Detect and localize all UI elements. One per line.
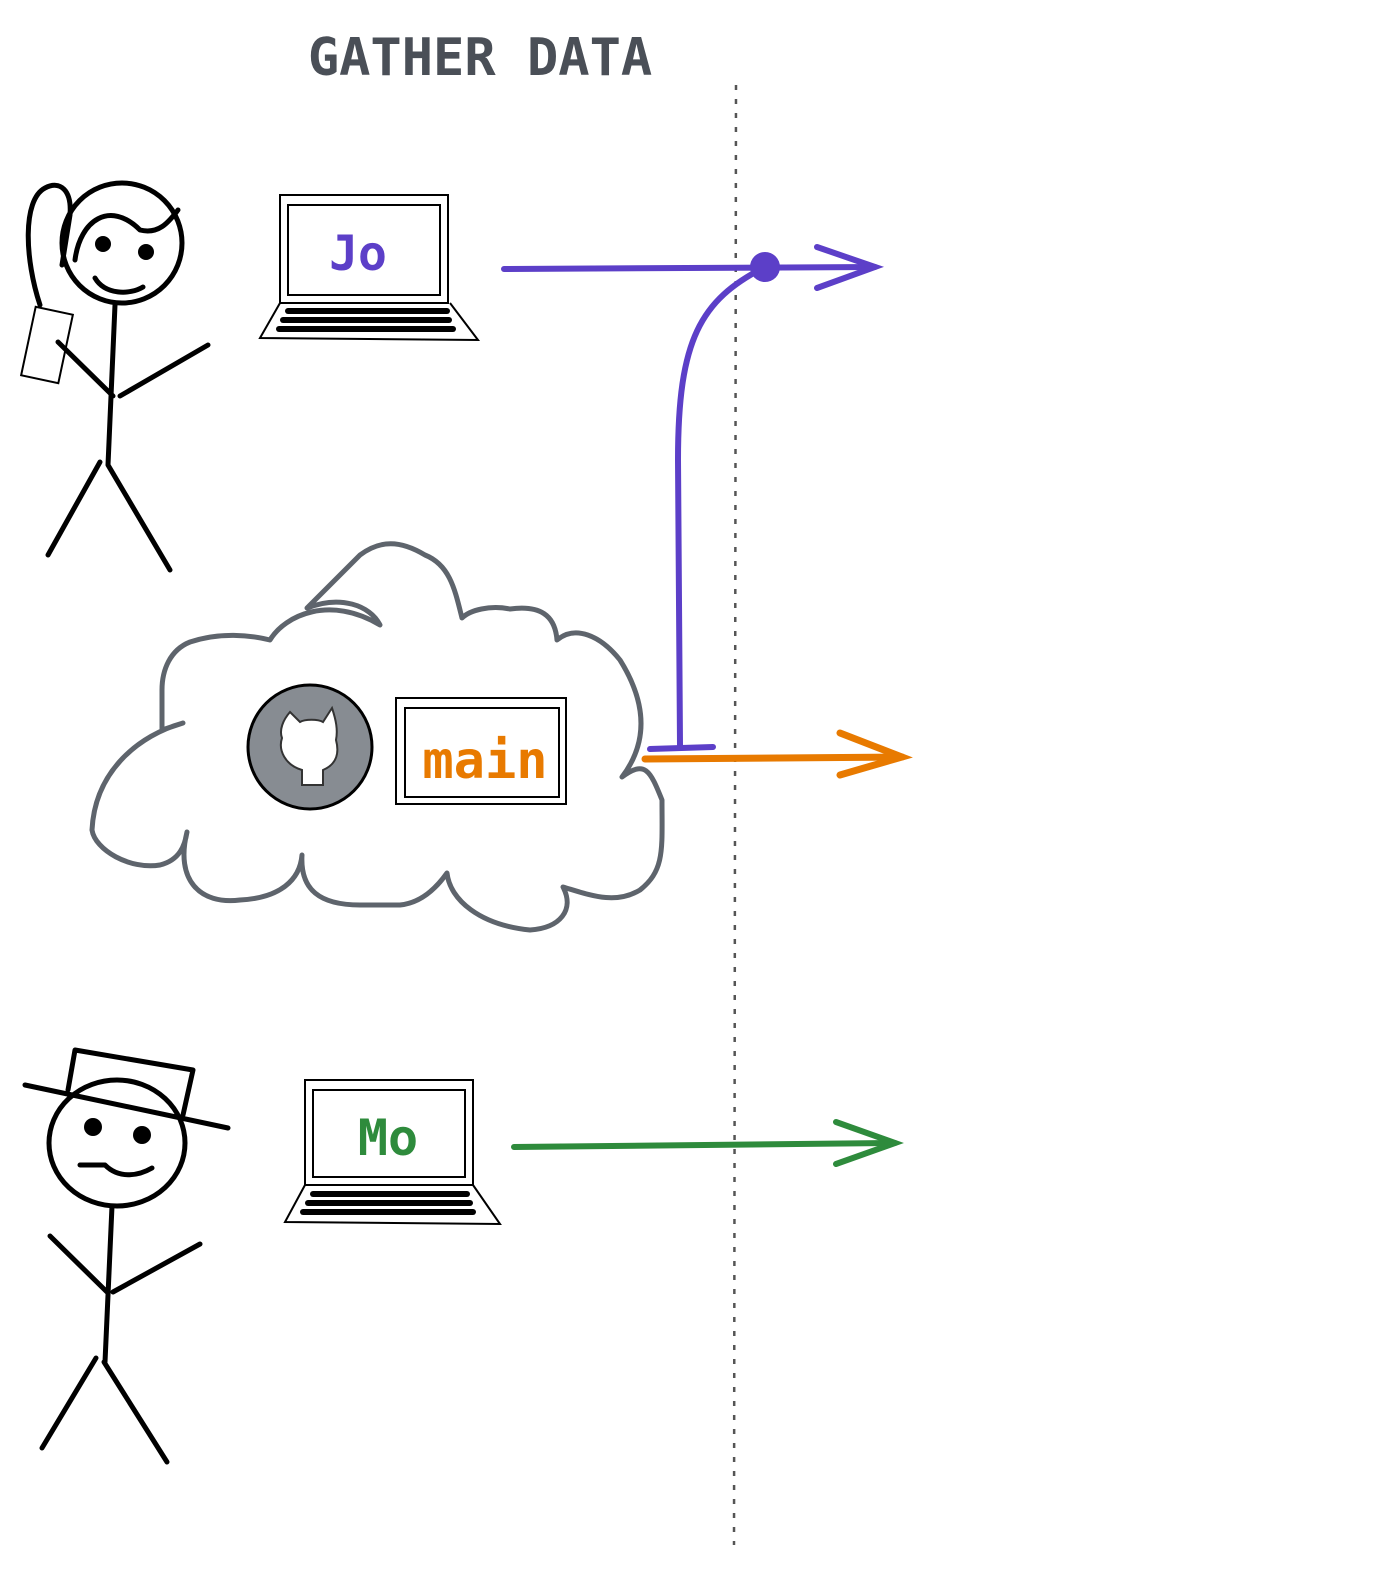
main-branch-arrow bbox=[641, 729, 913, 779]
main-branch-box: main bbox=[395, 697, 567, 805]
mo-branch-arrow bbox=[511, 1119, 904, 1167]
laptop-label-jo: Jo bbox=[329, 226, 387, 282]
mo-figure bbox=[22, 1047, 231, 1465]
diagram-title: GATHER DATA bbox=[308, 28, 652, 88]
github-octocat-icon bbox=[246, 683, 374, 811]
jo-laptop: Jo bbox=[258, 194, 481, 342]
jo-branch-arrow bbox=[501, 244, 885, 752]
branch-label-main: main bbox=[422, 731, 547, 791]
keyboard-icon bbox=[300, 1191, 476, 1215]
mo-laptop: Mo bbox=[283, 1079, 502, 1226]
laptop-label-mo: Mo bbox=[358, 1109, 418, 1167]
jo-figure bbox=[19, 180, 211, 573]
keyboard-icon bbox=[276, 308, 456, 332]
timeline-divider bbox=[732, 84, 738, 1546]
remote-cloud bbox=[89, 541, 665, 933]
